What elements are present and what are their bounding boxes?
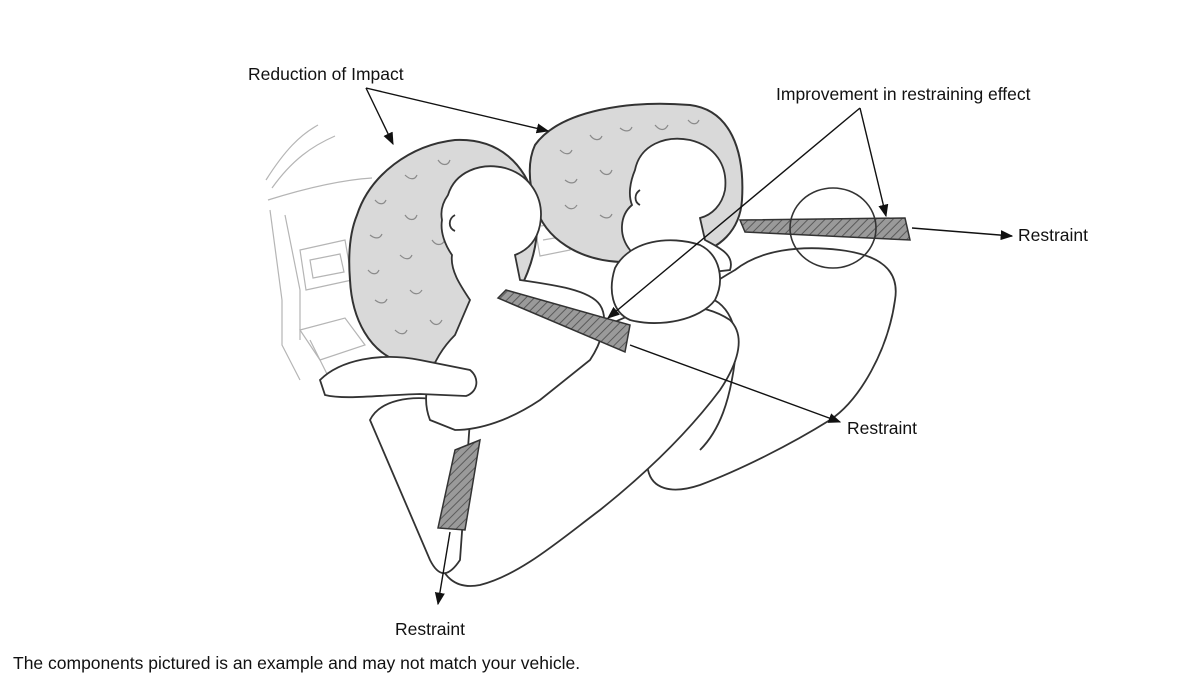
reduction-of-impact-label: Reduction of Impact [248,64,404,84]
restraint-label-middle: Restraint [847,418,918,438]
leader-improvement-to-passenger-belt [859,107,889,218]
leader-improvement-to-driver-belt [607,107,861,319]
leader-lines [365,87,1014,606]
restraint-label-right: Restraint [1018,225,1089,245]
passenger-figure [610,137,732,324]
leader-reduction-to-driver-airbag [365,87,394,146]
seatbelts [437,187,911,531]
leader-restraint-middle [629,344,842,423]
improvement-restraining-effect-label: Improvement in restraining effect [776,84,1031,104]
footnote: The components pictured is an example an… [13,653,581,673]
leader-reduction-to-passenger-airbag [365,87,550,134]
restraint-label-bottom: Restraint [395,619,466,639]
leader-restraint-bottom [434,531,451,606]
leader-restraint-right [911,227,1014,241]
